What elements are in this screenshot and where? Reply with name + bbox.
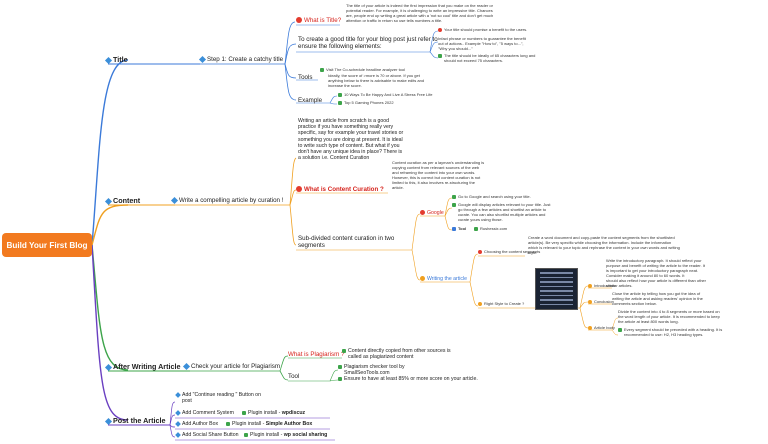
post-item-comment-plugin[interactable]: Plugin install - wpdiscuz [242, 410, 305, 416]
tool-value[interactable]: Rushessix.com [474, 226, 507, 232]
check-icon [452, 203, 456, 207]
body-desc-1: Divide the content into 4 to 8 segments … [618, 309, 720, 324]
right-style-node[interactable]: Right Style to Create ? [478, 301, 524, 307]
branch-post[interactable]: Post the Article [104, 416, 166, 426]
branch-after[interactable]: After Writing Article [104, 362, 181, 372]
after-tool-node[interactable]: Tool [288, 373, 300, 380]
post-item-author[interactable]: Add Author Box [175, 421, 218, 427]
progress-icon [478, 302, 482, 306]
introduction-desc: Write the introductory paragraph. It sho… [606, 258, 706, 288]
tools-desc: Ideally, the score of >more is 70 or abo… [328, 73, 425, 88]
flag-icon [175, 410, 181, 416]
example-item-1[interactable]: 10 Ways To Be Happy And Live A Stress Fr… [338, 92, 433, 98]
what-is-title-node[interactable]: What is Title? [296, 17, 341, 24]
check-icon [338, 93, 342, 97]
introduction-node[interactable]: Introduction [588, 283, 615, 289]
content-step[interactable]: Write a compelling article by curation ! [170, 196, 284, 205]
priority-icon [438, 28, 442, 32]
choosing-desc: Create a word document and copy-paste th… [528, 235, 680, 255]
priority-icon [296, 17, 302, 23]
priority-icon [420, 210, 425, 215]
flag-icon [175, 392, 181, 398]
branch-content-label: Content [113, 196, 141, 205]
root-node[interactable]: Build Your First Blog [2, 233, 92, 257]
check-icon [452, 195, 456, 199]
check-icon [338, 365, 342, 369]
article-style-thumbnail[interactable] [535, 268, 578, 310]
after-step-label: Check your article for Plagiarism [191, 363, 281, 370]
element-length[interactable]: The title should be ideally of 65 charac… [438, 53, 535, 64]
subdivided-node[interactable]: Sub-divided content curation in two segm… [298, 235, 395, 250]
post-item-author-plugin[interactable]: Plugin install - Simple Author Box [226, 421, 312, 427]
branch-post-label: Post the Article [113, 416, 166, 425]
conclusion-desc: Close the article by telling how you got… [612, 291, 703, 306]
check-icon [338, 377, 342, 381]
check-icon [342, 349, 346, 353]
google-item-1[interactable]: Go to Google and search using your title… [452, 194, 531, 200]
content-step-label: Write a compelling article by curation ! [179, 197, 284, 204]
tools-node[interactable]: Tools [298, 74, 313, 81]
flag-icon [182, 362, 191, 371]
check-icon [338, 101, 342, 105]
element-benefit[interactable]: Your title should promise a benefit to t… [438, 27, 527, 33]
choosing-node[interactable]: Choosing the content segments [478, 249, 540, 255]
what-is-title-label: What is Title? [304, 17, 342, 24]
flag-icon [104, 56, 113, 65]
branch-content[interactable]: Content [104, 196, 141, 206]
check-icon [244, 433, 248, 437]
check-icon [226, 422, 230, 426]
post-item-social-plugin[interactable]: Plugin install - wp social sharing [244, 432, 327, 438]
post-item-comment[interactable]: Add Comment System [175, 410, 234, 416]
flag-icon [175, 421, 181, 427]
check-icon [320, 68, 324, 72]
post-item-social[interactable]: Add Social Share Button [175, 432, 239, 438]
branch-title[interactable]: Title [104, 55, 128, 65]
check-icon [474, 227, 478, 231]
what-is-plagiarism-node[interactable]: What is Plagiarism ? [288, 351, 345, 358]
title-step[interactable]: Step 1: Create a catchy title [198, 55, 284, 64]
flag-icon [104, 417, 113, 426]
google-node[interactable]: Google [420, 210, 444, 216]
what-is-title-desc: The title of your article is indeed the … [346, 3, 494, 23]
google-item-2[interactable]: Google will display articles relevant to… [452, 202, 550, 223]
flag-icon [104, 197, 113, 206]
writing-article-node[interactable]: Writing the article [420, 276, 467, 282]
tool-icon [452, 227, 456, 231]
progress-icon [588, 284, 592, 288]
after-step[interactable]: Check your article for Plagiarism [182, 362, 281, 371]
example-node[interactable]: Example [298, 97, 323, 104]
post-item-continue[interactable]: Add "Continue reading " Button on post [175, 392, 261, 404]
element-phrase[interactable]: Infact phrase or numbers to guarantee th… [438, 36, 526, 51]
flag-icon [198, 55, 207, 64]
plagiarism-desc: Content directly copied from other sourc… [342, 348, 451, 360]
branch-title-label: Title [113, 55, 128, 64]
progress-icon [588, 326, 592, 330]
content-intro[interactable]: Writing an article from scratch is a goo… [298, 118, 404, 162]
conclusion-node[interactable]: Conclusion [588, 299, 614, 305]
priority-icon [478, 250, 482, 254]
check-icon [438, 54, 442, 58]
progress-icon [588, 300, 592, 304]
create-good-title-node[interactable]: To create a good title for your blog pos… [298, 36, 438, 51]
flag-icon [175, 432, 181, 438]
plagiarism-tool-item[interactable]: Plagiarism checker tool by SmallSeoTools… [338, 364, 405, 376]
example-item-2[interactable]: Top 5 Gaming Phones 2022 [338, 100, 394, 106]
priority-icon [296, 186, 302, 192]
check-icon [242, 411, 246, 415]
flag-icon [170, 196, 179, 205]
check-icon [618, 328, 622, 332]
body-desc-2: Every segment should be preceded with a … [618, 327, 722, 338]
curation-desc: Content curation as per a layman's under… [392, 160, 485, 190]
what-is-curation-node[interactable]: What is Content Curation ? [296, 186, 384, 193]
title-step-label: Step 1: Create a catchy title [207, 56, 284, 63]
tools-item[interactable]: Visit The Co-schedule headline analyzer … [320, 67, 405, 73]
branch-after-label: After Writing Article [113, 362, 181, 371]
tool-node[interactable]: Tool [452, 226, 466, 232]
flag-icon [104, 363, 113, 372]
progress-icon [420, 276, 425, 281]
plagiarism-score-item[interactable]: Ensure to have at least 85% or more scor… [338, 376, 478, 382]
article-body-node[interactable]: Article body [588, 325, 615, 331]
